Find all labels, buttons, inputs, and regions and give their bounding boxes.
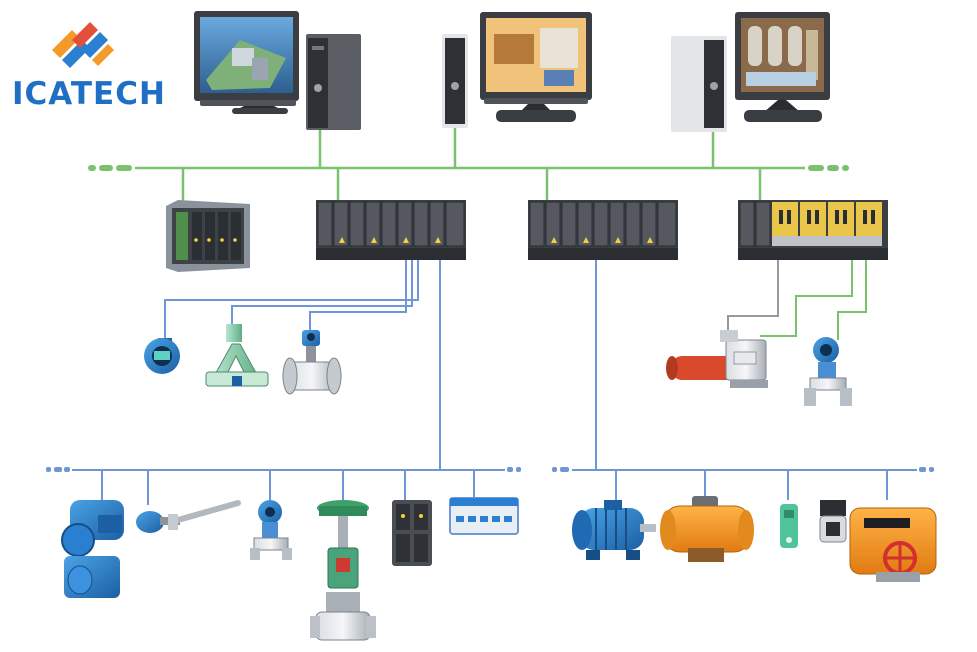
rotary-actuator (660, 496, 754, 562)
terminal-block (772, 202, 882, 246)
vortex-flowmeter (282, 330, 342, 395)
fieldbus-right-dash (552, 467, 934, 472)
control-network-bus (135, 128, 805, 203)
thermocouple-probe (136, 500, 241, 533)
proximity-sensor (780, 504, 798, 548)
pressure-transmitter (250, 500, 292, 560)
monitor (735, 12, 830, 122)
controller-io-rack-1 (316, 200, 466, 260)
pneumatic-actuator-valve (666, 330, 768, 388)
pressure-transmitter-right (804, 337, 852, 406)
tower-pc (671, 36, 727, 132)
control-valve (310, 500, 376, 641)
process-schematic-workstation (671, 12, 830, 132)
plant-overview-workstation (194, 11, 361, 130)
brand-name: ICATECH (12, 76, 166, 112)
tower-pc (442, 34, 468, 128)
logo-mark-icon (52, 22, 114, 68)
boiler-hmi-workstation (442, 12, 592, 128)
controller-io-rack-2 (528, 200, 678, 260)
terminal-io-rack (738, 200, 888, 260)
electric-motor (572, 500, 656, 560)
fieldbus-network (72, 260, 917, 505)
control-bus-right-dash (808, 165, 849, 171)
fieldbus-left-dash (46, 467, 521, 472)
temperature-transmitter (144, 338, 180, 374)
monitor (480, 12, 592, 122)
tower-pc (306, 34, 361, 130)
explosion-proof-motor-junction (61, 500, 124, 598)
monitor (194, 11, 299, 114)
rack-io-module (166, 200, 250, 272)
electric-valve-actuator (819, 500, 937, 582)
control-bus-left-dash (88, 165, 132, 171)
icatech-logo (52, 22, 114, 68)
coriolis-flowmeter (205, 324, 269, 387)
io-wires-right (727, 260, 867, 340)
fieldbus-junction-box (449, 497, 519, 535)
io-block (392, 500, 432, 566)
